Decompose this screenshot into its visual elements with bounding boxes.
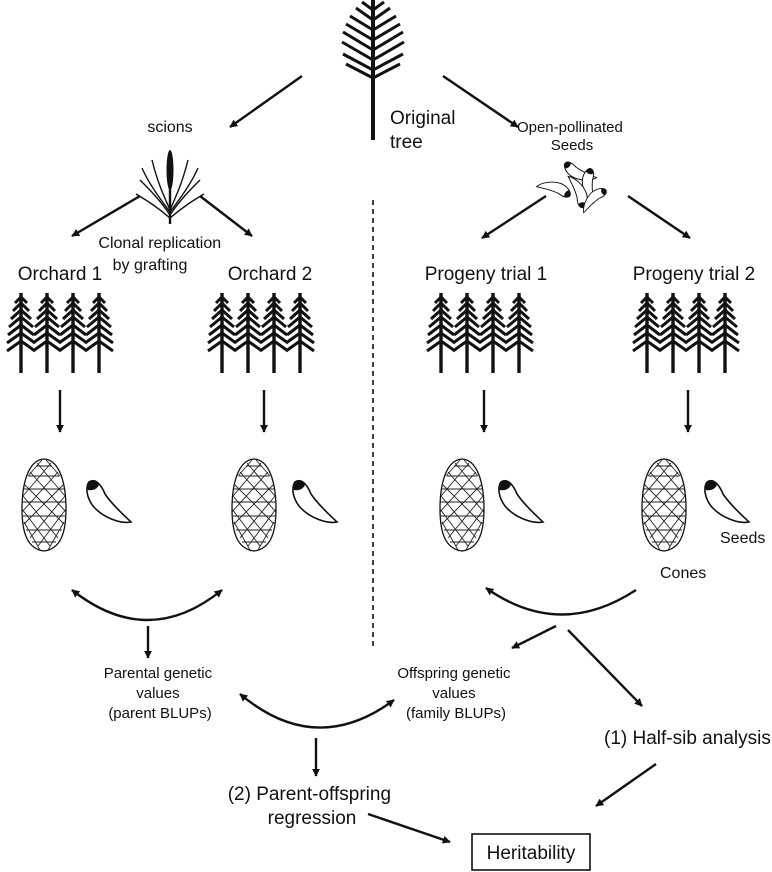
arrow-to-half-sib bbox=[567, 629, 643, 707]
parent-offspring-label: (2) Parent-offspring regression bbox=[228, 784, 397, 829]
orchard1-label: Orchard 1 bbox=[18, 264, 102, 285]
open-pollinated-label: Open-pollinated Seeds bbox=[517, 119, 627, 154]
seed-icon-progeny2 bbox=[704, 479, 750, 524]
arrow-half-sib-to-heritability bbox=[595, 763, 657, 807]
cone-icon-orchard1 bbox=[21, 458, 67, 552]
progeny2-label: Progeny trial 2 bbox=[633, 264, 756, 285]
scion-icon bbox=[135, 150, 205, 224]
parental-values-label: Parental genetic values (parent BLUPs) bbox=[104, 665, 217, 722]
seed-icon-progeny1 bbox=[498, 479, 544, 524]
arrow-orchards-to-parental bbox=[71, 589, 223, 622]
original-tree-icon bbox=[341, 0, 405, 140]
offspring-values-label: Offspring genetic values (family BLUPs) bbox=[397, 665, 514, 722]
orchard1-trees-icon bbox=[5, 291, 115, 375]
arrow-to-scions bbox=[229, 75, 303, 128]
heritability-label: Heritability bbox=[487, 843, 576, 864]
orchard2-trees-icon bbox=[206, 291, 316, 375]
cone-icon-orchard2 bbox=[231, 458, 277, 552]
seed-icon-orchard1 bbox=[86, 479, 132, 524]
scions-label: scions bbox=[147, 119, 192, 136]
arrow-progeny-cross-a bbox=[485, 587, 637, 616]
original-tree-label: Original tree bbox=[390, 108, 461, 153]
cone-icon-progeny1 bbox=[439, 458, 485, 552]
arrow-values-to-regression bbox=[239, 693, 395, 729]
clonal-replication-label: Clonal replication by grafting bbox=[98, 235, 225, 274]
arrow-to-progeny2 bbox=[627, 195, 691, 239]
arrow-to-orchard1 bbox=[71, 194, 141, 238]
progeny1-label: Progeny trial 1 bbox=[425, 264, 548, 285]
arrow-to-offspring-values bbox=[511, 624, 557, 650]
heritability-box: Heritability bbox=[471, 833, 591, 871]
seed-cluster-icon bbox=[535, 153, 611, 214]
half-sib-label: (1) Half-sib analysis bbox=[604, 728, 771, 749]
progeny2-trees-icon bbox=[631, 291, 741, 375]
arrow-to-orchard2 bbox=[199, 195, 253, 237]
seeds-label: Seeds bbox=[720, 530, 765, 547]
seed-icon-orchard2 bbox=[292, 479, 338, 524]
cone-icon-progeny2 bbox=[641, 458, 687, 552]
arrow-regression-to-heritability bbox=[367, 812, 451, 844]
cones-label: Cones bbox=[660, 565, 706, 582]
arrow-to-progeny1 bbox=[481, 194, 547, 240]
progeny1-trees-icon bbox=[425, 291, 535, 375]
orchard2-label: Orchard 2 bbox=[228, 264, 312, 285]
arrow-to-seeds bbox=[442, 75, 519, 128]
